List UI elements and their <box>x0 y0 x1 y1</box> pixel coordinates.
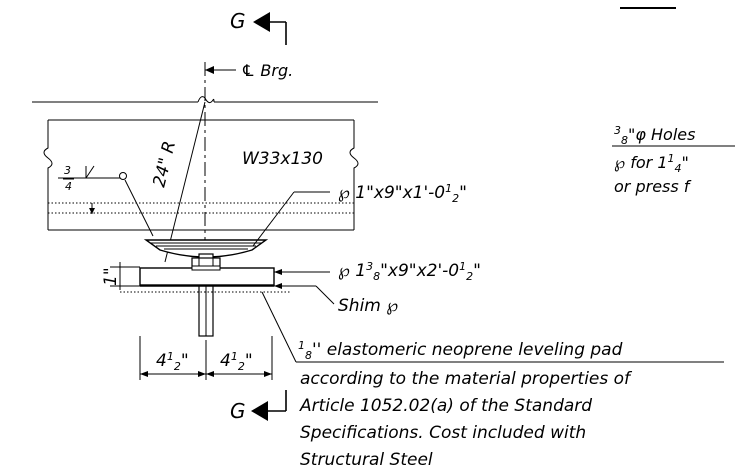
section-letter-top: G <box>230 9 246 33</box>
thickness-label: 1" <box>101 267 121 286</box>
section-arrow-bottom-icon <box>251 401 268 421</box>
dim-left-label: 412" <box>156 350 189 373</box>
section-cut-bottom: G <box>230 390 287 423</box>
pad-note-line5: Structural Steel <box>300 450 433 470</box>
section-letter-bottom: G <box>230 399 246 423</box>
pad-note-line2: according to the material properties of <box>300 369 633 389</box>
bottom-plate-callout: ℘ 138"x9"x2'-012" <box>274 260 481 283</box>
pad-leader <box>261 291 724 363</box>
centerline-bearing: ℄ Brg. <box>204 61 293 330</box>
weld-symbol: 3 4 <box>58 164 154 237</box>
weld-size-den: 4 <box>65 180 72 193</box>
shim-callout: Shim ℘ <box>274 283 398 316</box>
pad-note-line3: Article 1052.02(a) of the Standard <box>299 396 592 416</box>
weld-size-num: 3 <box>64 164 71 177</box>
beam-bottom-flange <box>43 120 359 231</box>
right-note-line1: 38"φ Holes <box>614 124 695 147</box>
shim-label: Shim ℘ <box>338 296 398 316</box>
radius-callout: 24" R <box>149 101 206 263</box>
width-dimensions: 412" 412" <box>139 336 273 380</box>
radius-label: 24" R <box>149 139 180 189</box>
masonry-plate <box>120 265 290 293</box>
right-note: 38"φ Holes ℘ for 114" or press f <box>612 124 735 196</box>
pad-note: 18'' elastomeric neoprene leveling pad a… <box>298 339 633 470</box>
top-plate-label: ℘ 1"x9"x1'-012" <box>338 182 467 205</box>
pad-note-line4: Specifications. Cost included with <box>300 423 586 443</box>
top-plate-callout: ℘ 1"x9"x1'-012" <box>252 182 467 247</box>
cl-brg-label: ℄ Brg. <box>241 61 293 80</box>
section-cut-top: G <box>230 9 287 45</box>
beam-designation: W33x130 <box>242 149 323 169</box>
right-note-line3: or press f <box>614 177 692 196</box>
pad-note-line1: 18'' elastomeric neoprene leveling pad <box>298 339 623 362</box>
bottom-plate-label: ℘ 138"x9"x2'-012" <box>338 260 481 283</box>
dim-right-label: 412" <box>220 350 253 373</box>
flange-dim-mark <box>89 203 95 214</box>
right-note-line2: ℘ for 114" <box>614 152 689 175</box>
thickness-dimension: 1" <box>101 262 140 290</box>
section-arrow-top-icon <box>253 12 270 32</box>
